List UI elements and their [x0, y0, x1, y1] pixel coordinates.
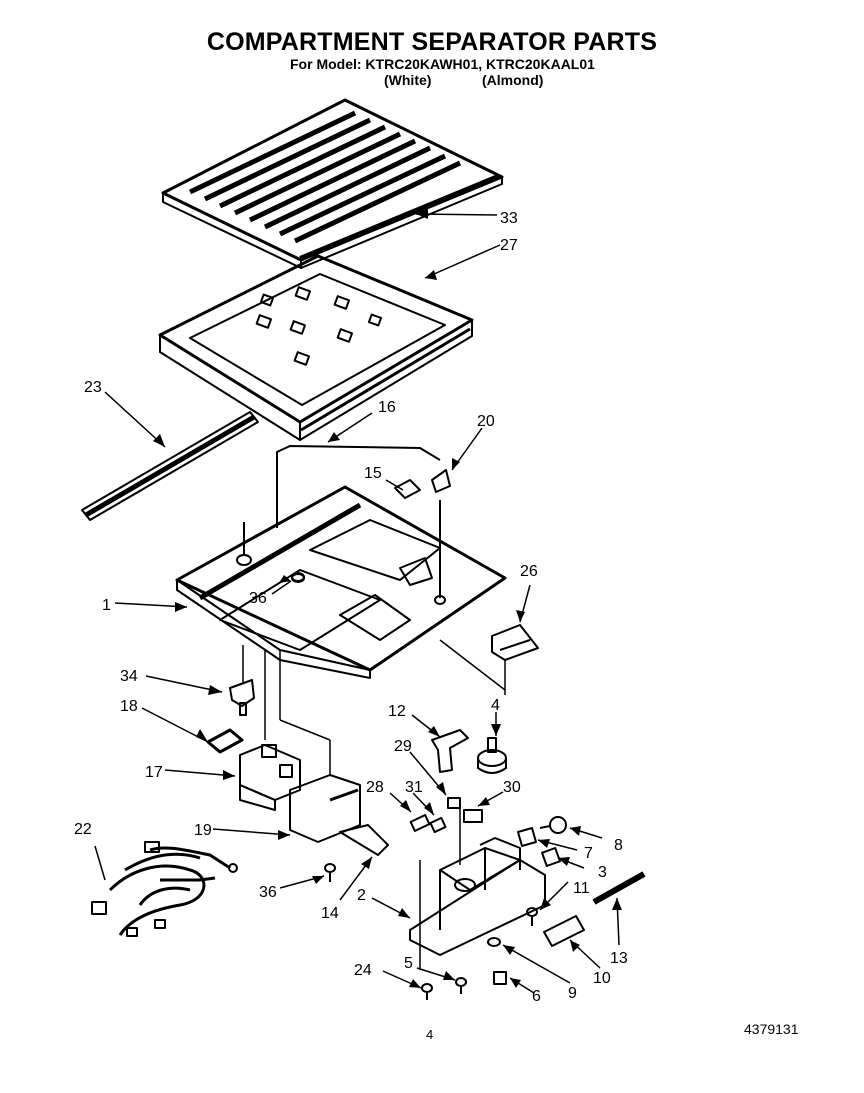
- part-16-wire: [276, 445, 441, 528]
- part-7-clip: [517, 827, 537, 847]
- model-line: For Model: KTRC20KAWH01, KTRC20KAAL01: [290, 56, 595, 72]
- part-23-strip: [81, 411, 259, 521]
- part-18-plate: [206, 728, 244, 754]
- part-36-screw-upper: [291, 573, 305, 583]
- part-22-wiring-harness: [91, 841, 238, 937]
- callout-29: 29: [394, 738, 412, 755]
- callout-4: 4: [491, 697, 500, 714]
- part-2-damper-housing: [409, 837, 546, 956]
- callout-31: 31: [405, 779, 423, 796]
- callout-30: 30: [503, 779, 521, 796]
- callout-19: 19: [194, 822, 212, 839]
- callout-16: 16: [378, 399, 396, 416]
- part-34-bracket: [229, 679, 255, 716]
- callout-36-upper: 36: [249, 590, 267, 607]
- part-5-screw: [455, 977, 467, 994]
- part-9-washer: [487, 937, 501, 947]
- callout-13: 13: [610, 950, 628, 967]
- part-24-screw: [421, 983, 433, 1000]
- part-20-clip: [431, 469, 451, 493]
- part-26-cover: [491, 624, 539, 661]
- part-15-connector: [394, 479, 421, 499]
- part-1-separator-body: [175, 485, 507, 679]
- callout-9: 9: [568, 985, 577, 1002]
- leader-lines: [94, 213, 620, 994]
- callout-26: 26: [520, 563, 538, 580]
- variant-white: (White): [384, 72, 432, 88]
- part-31-fitting: [429, 816, 447, 834]
- callout-14: 14: [321, 905, 339, 922]
- callout-labels: 33 27 23 16 20 15 26 36 1 34 18 17 12 4 …: [74, 210, 628, 1005]
- part-28-fitting: [409, 814, 431, 832]
- part-6-clip: [493, 971, 507, 985]
- callout-18: 18: [120, 698, 138, 715]
- part-13-rod: [592, 871, 646, 905]
- part-12-arm: [431, 729, 469, 773]
- callout-2: 2: [357, 887, 366, 904]
- part-14-bracket: [339, 824, 389, 856]
- part-19-cover-box: [289, 774, 361, 843]
- arrowheads: [153, 209, 622, 988]
- callout-24: 24: [354, 962, 372, 979]
- part-29-fitting: [447, 797, 461, 809]
- callout-1: 1: [102, 597, 111, 614]
- callout-23: 23: [84, 379, 102, 396]
- callout-20: 20: [477, 413, 495, 430]
- part-10-connector: [543, 915, 585, 947]
- callout-36-lower: 36: [259, 884, 277, 901]
- callout-34: 34: [120, 668, 138, 685]
- part-30-fitting: [463, 809, 483, 823]
- callout-15: 15: [364, 465, 382, 482]
- part-11-screw: [526, 907, 538, 926]
- page-number: 4: [426, 1027, 434, 1042]
- page-title: COMPARTMENT SEPARATOR PARTS: [206, 28, 658, 56]
- part-8-screw: [539, 816, 567, 834]
- part-27-frame-tray: [158, 254, 474, 441]
- callout-6: 6: [532, 988, 541, 1005]
- part-33-shelf-grille: [161, 98, 504, 269]
- callout-5: 5: [404, 955, 413, 972]
- callout-33: 33: [500, 210, 518, 227]
- callout-28: 28: [366, 779, 384, 796]
- callout-11: 11: [573, 880, 590, 897]
- variant-almond: (Almond): [482, 72, 544, 88]
- callout-8: 8: [614, 837, 623, 854]
- callout-12: 12: [388, 703, 406, 720]
- callout-7: 7: [584, 845, 593, 862]
- callout-27: 27: [500, 237, 518, 254]
- callout-3: 3: [598, 864, 607, 881]
- callout-10: 10: [593, 970, 611, 987]
- part-3-block: [541, 847, 561, 867]
- part-36-screw-lower: [324, 863, 336, 882]
- part-17-control-housing: [239, 744, 301, 811]
- part-4-knob: [477, 737, 507, 774]
- document-number: 4379131: [744, 1021, 799, 1037]
- callout-22: 22: [74, 821, 92, 838]
- callout-17: 17: [145, 764, 163, 781]
